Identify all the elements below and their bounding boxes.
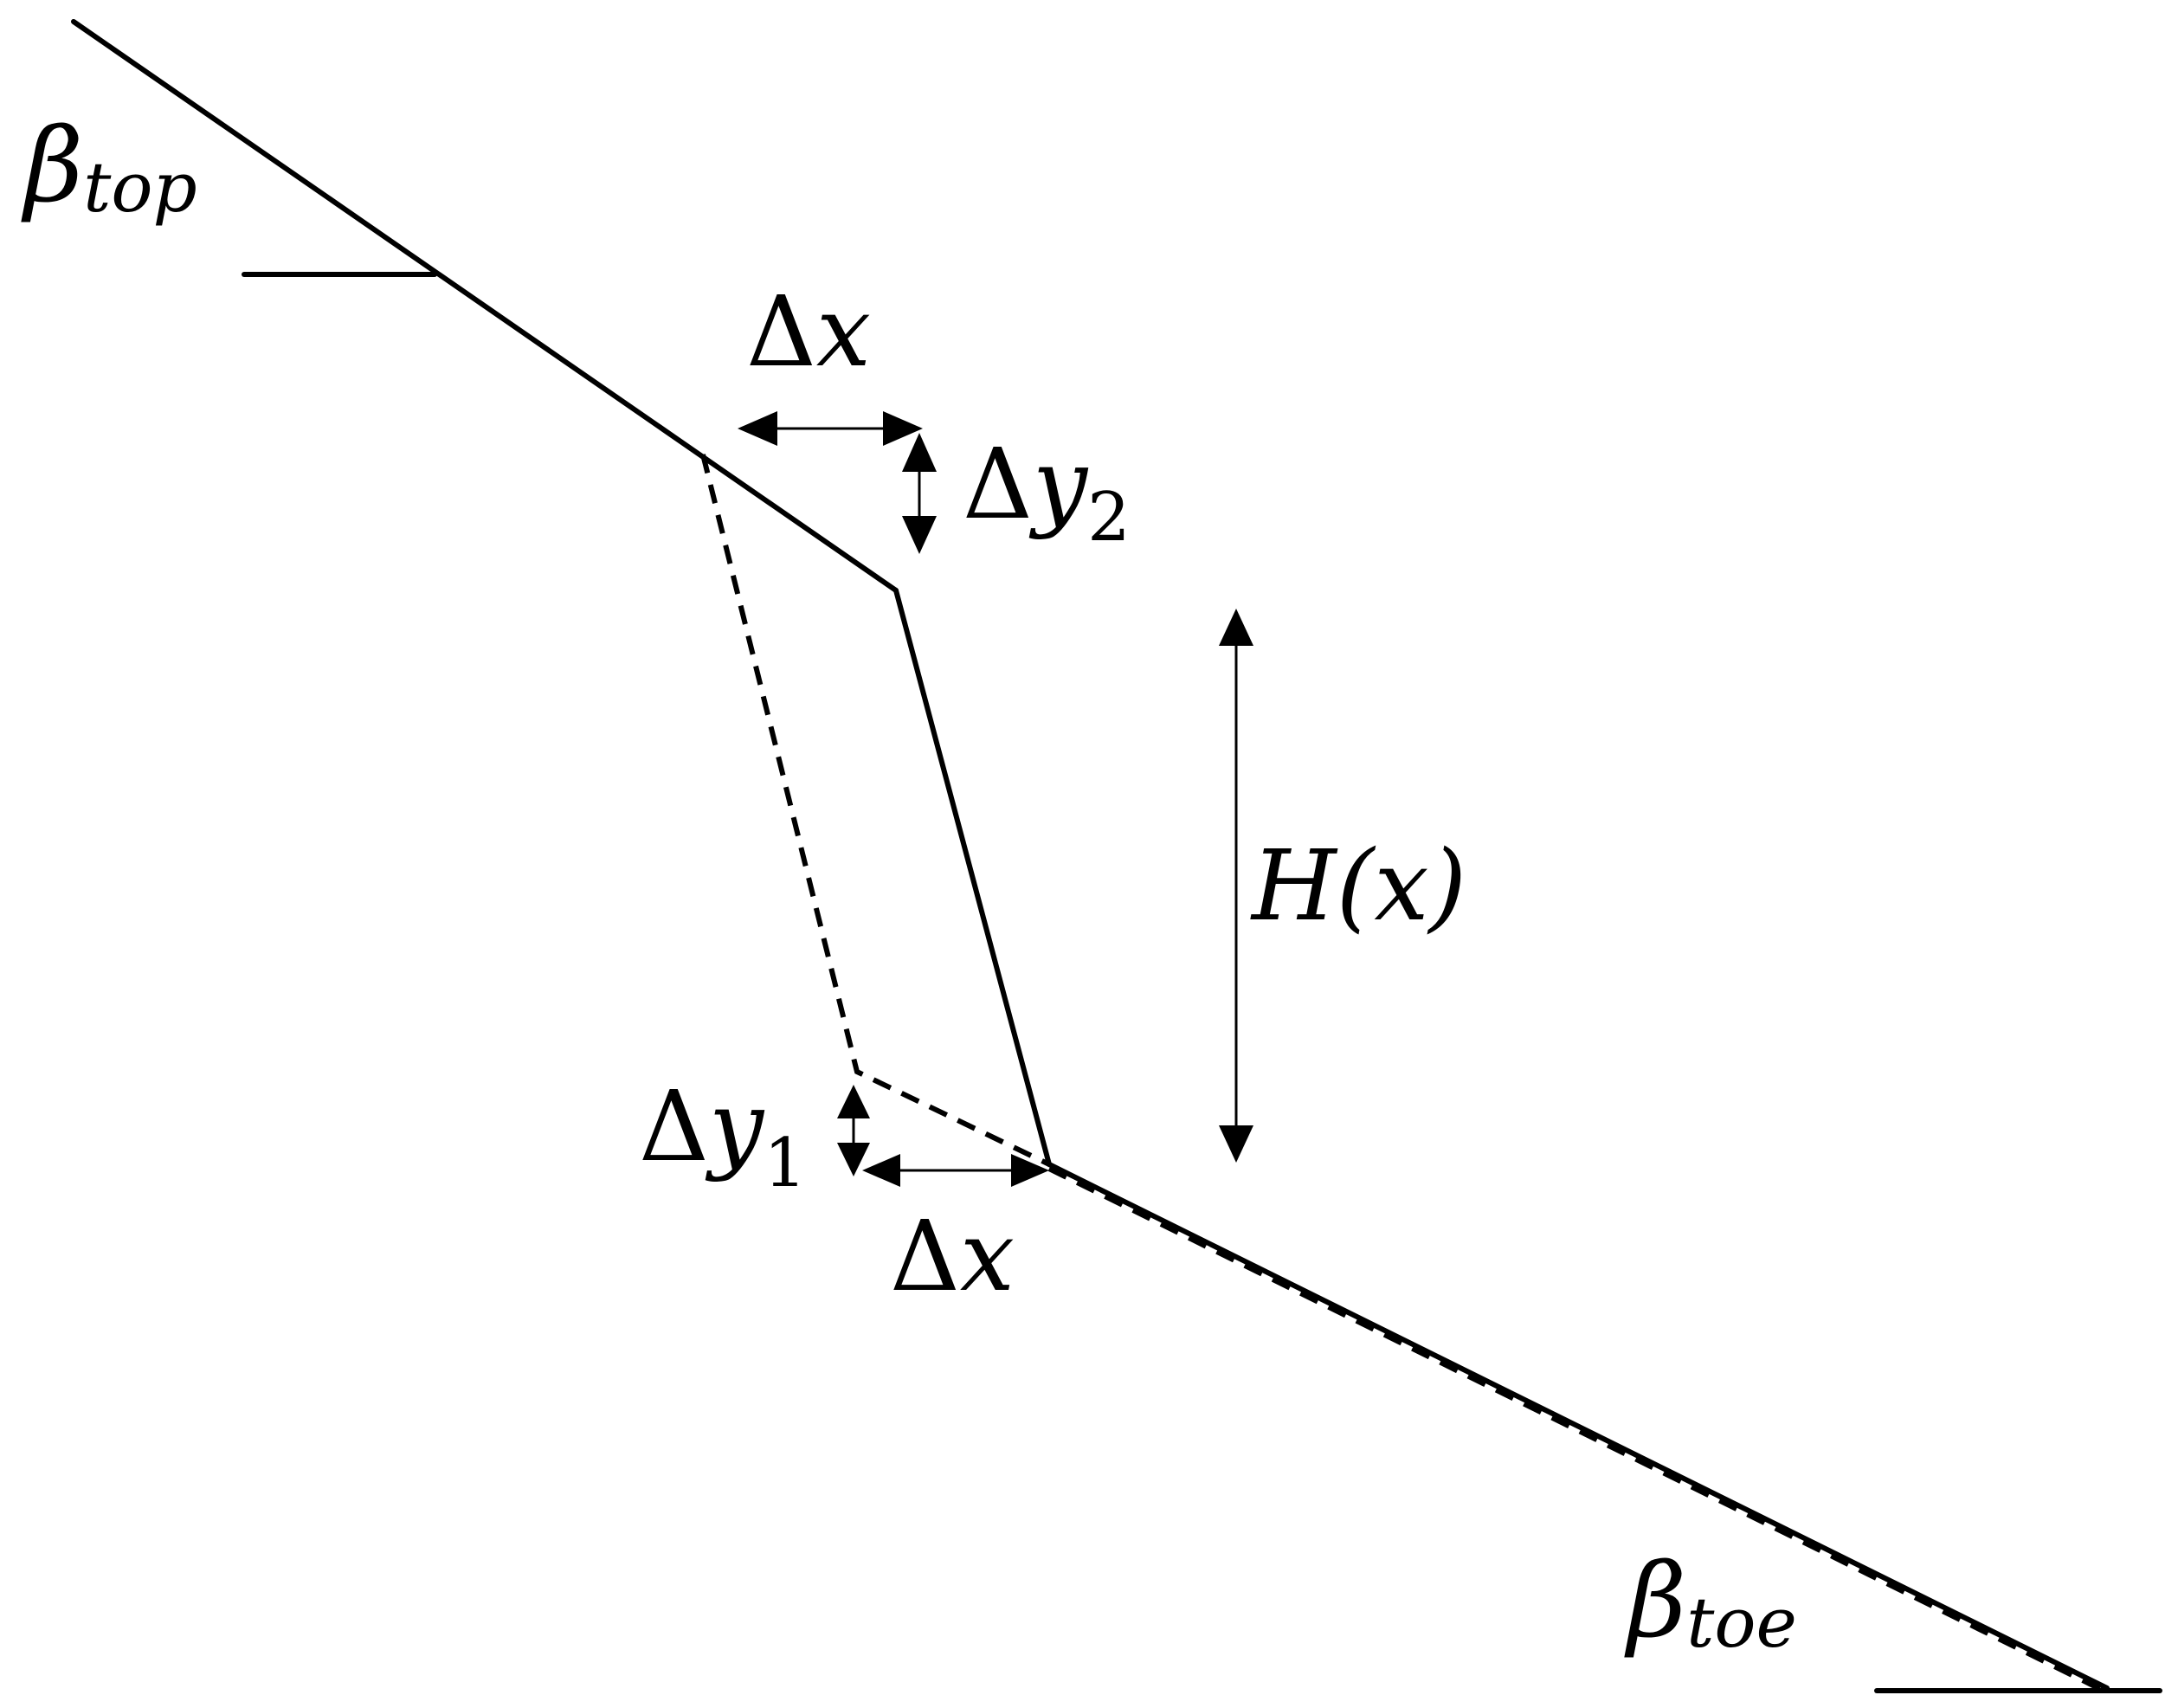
dx-top-label: Δx bbox=[746, 276, 871, 389]
hx-arrow bbox=[1219, 609, 1253, 1163]
dx-bottom-arrow bbox=[862, 1154, 1049, 1187]
beta-toe-label: βtoe bbox=[1624, 1541, 1797, 1663]
dx-top-arrow bbox=[738, 411, 923, 446]
lower-slope-dashed bbox=[1047, 1166, 2109, 1695]
dy2-label: Δy2 bbox=[963, 429, 1131, 557]
dy1-label: Δy1 bbox=[639, 1071, 807, 1202]
lower-slope-line bbox=[1047, 1162, 2110, 1691]
beta-top-label: βtop bbox=[21, 106, 197, 228]
hx-label: H(x) bbox=[1250, 830, 1466, 943]
dx-bottom-label: Δx bbox=[890, 1201, 1015, 1313]
slope-face-line bbox=[893, 588, 1052, 1167]
dy1-arrow bbox=[837, 1085, 870, 1176]
upper-slope-line bbox=[71, 19, 899, 593]
displaced-profile-dashed bbox=[700, 454, 1051, 1167]
dy2-arrow bbox=[902, 433, 937, 554]
